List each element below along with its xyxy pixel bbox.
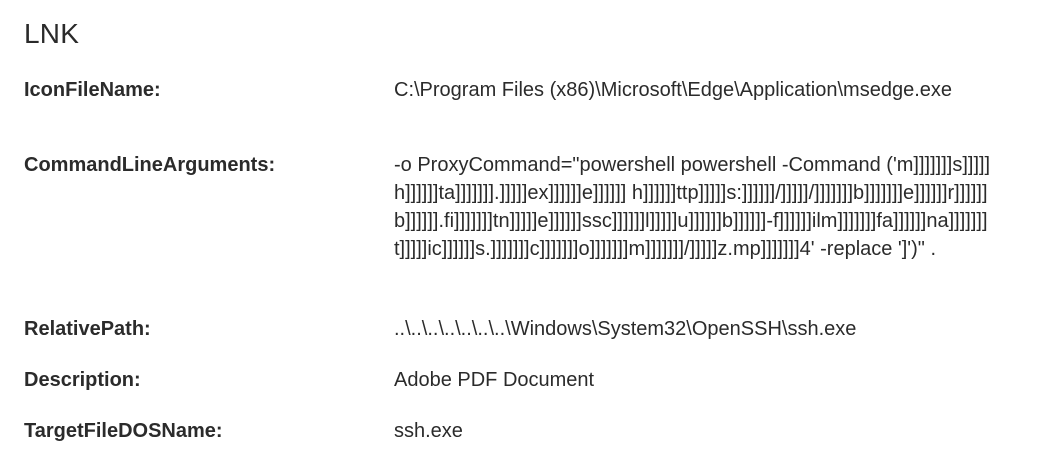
property-label: TargetFileDOSName: — [24, 420, 223, 442]
property-label: IconFileName: — [24, 79, 161, 101]
property-value: -o ProxyCommand="powershell powershell -… — [394, 154, 991, 260]
section-title: LNK — [24, 18, 80, 49]
property-value: ssh.exe — [394, 420, 463, 442]
property-value: ..\..\..\..\..\..\..\Windows\System32\Op… — [394, 318, 857, 340]
property-label: RelativePath: — [24, 318, 151, 340]
property-label: CommandLineArguments: — [24, 154, 276, 176]
property-label: Description: — [24, 369, 141, 391]
property-value: Adobe PDF Document — [394, 369, 595, 391]
property-value: C:\Program Files (x86)\Microsoft\Edge\Ap… — [394, 79, 953, 101]
